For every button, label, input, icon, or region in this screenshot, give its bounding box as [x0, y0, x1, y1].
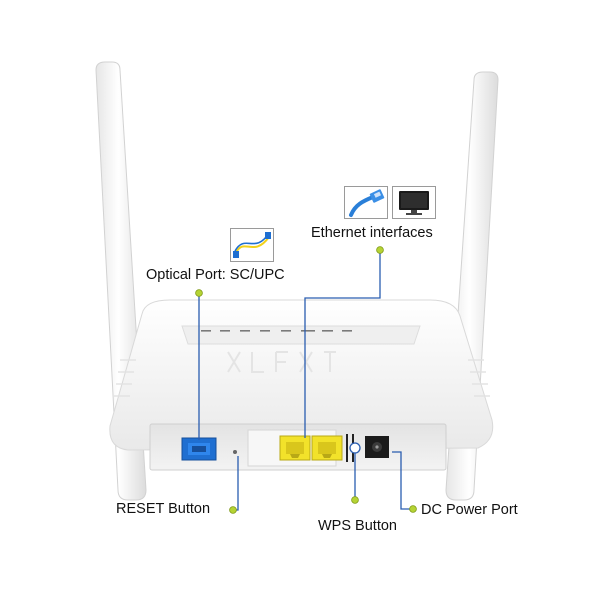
dc-power-port-label: DC Power Port — [421, 502, 518, 518]
optical-port-label: Optical Port: SC/UPC — [146, 267, 285, 283]
callout-marker-dots — [195, 246, 417, 514]
reset-pinhole — [233, 450, 237, 454]
monitor-icon — [392, 186, 436, 219]
ethernet-port-1 — [279, 435, 311, 461]
reset-button-label: RESET Button — [116, 501, 211, 517]
ethernet-port-2 — [311, 435, 343, 461]
dc-power-jack — [365, 436, 389, 458]
optical-port — [181, 437, 217, 461]
wps-button-label: WPS Button — [318, 518, 397, 534]
ethernet-cable-icon — [344, 186, 388, 219]
ethernet-interfaces-label: Ethernet interfaces — [311, 225, 433, 241]
wps-marker-ring — [349, 442, 361, 454]
fiber-patch-cord-icon — [230, 228, 274, 262]
